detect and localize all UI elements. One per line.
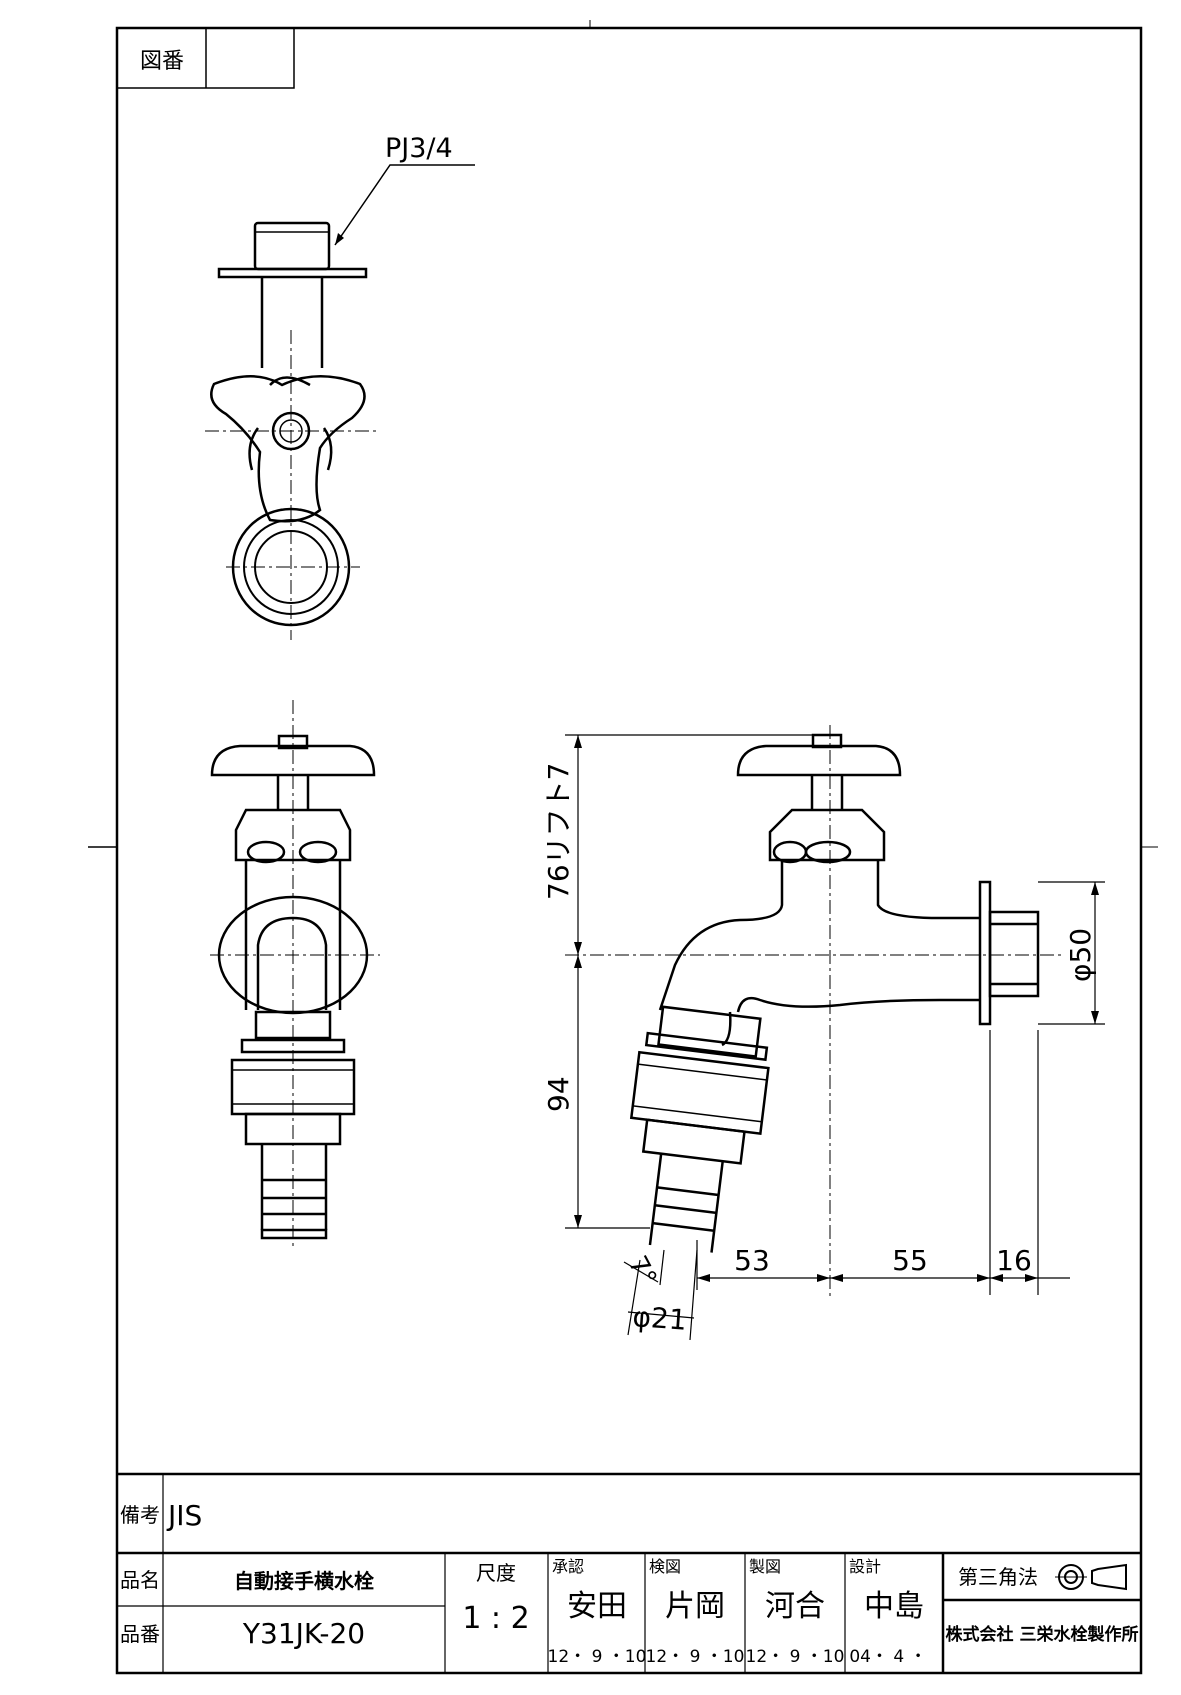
approval-role: 検図 (649, 1557, 681, 1576)
title-block (117, 1472, 1141, 1673)
drawing-number-box: 図番 (117, 28, 295, 89)
product-name-label: 品名 (120, 1568, 160, 1592)
drawing-number-label: 図番 (140, 49, 184, 74)
top-view-faucet (205, 221, 378, 640)
approval-role: 設計 (849, 1557, 881, 1576)
approval-name: 河合 (765, 1589, 825, 1624)
approval-name: 片岡 (665, 1589, 725, 1624)
angle-dimension: 7° (622, 1251, 662, 1291)
company-name: 株式会社 三栄水栓製作所 (946, 1624, 1139, 1645)
dimension-16: 16 (996, 1244, 1032, 1277)
approval-date: 04・ 4 ・ (849, 1647, 926, 1667)
title-block-text: 備考 JIS 品名 自動接手横水栓 品番 Y31JK-20 尺度 1 : 2 承… (120, 1499, 1138, 1667)
lift-dimension: 76リフト7 (542, 763, 575, 900)
drawing-frame (88, 20, 1158, 1675)
approval-name: 中島 (864, 1589, 924, 1624)
product-number: Y31JK-20 (242, 1617, 365, 1650)
approval-date: 12・ 9 ・10 (646, 1647, 745, 1667)
thread-spec-label: PJ3/4 (385, 133, 453, 164)
remarks-value: JIS (166, 1499, 202, 1532)
approval-date: 12・ 9 ・10 (746, 1647, 845, 1667)
front-view-faucet (210, 700, 380, 1250)
dimension-lines (565, 734, 1105, 1341)
side-view-faucet (565, 725, 1065, 1300)
third-angle-projection-icon (1055, 1563, 1127, 1591)
approval-role: 製図 (749, 1557, 781, 1576)
product-number-label: 品番 (120, 1622, 160, 1646)
hose-diameter-dimension: φ21 (632, 1300, 688, 1337)
approval-name: 安田 (567, 1589, 627, 1624)
dimension-55: 55 (892, 1244, 928, 1277)
approval-date: 12・ 9 ・10 (548, 1647, 647, 1667)
projection-label: 第三角法 (958, 1565, 1038, 1589)
remarks-label: 備考 (120, 1503, 160, 1527)
scale-value: 1 : 2 (462, 1601, 529, 1636)
scale-label: 尺度 (476, 1561, 516, 1585)
dimension-arrows (574, 735, 1099, 1282)
height-dimension: 94 (542, 1076, 575, 1112)
thread-spec-callout: PJ3/4 (334, 133, 475, 246)
product-name: 自動接手横水栓 (234, 1569, 374, 1593)
dimension-labels: 76リフト7 94 φ50 7° φ21 53 55 16 (542, 763, 1097, 1337)
approval-role: 承認 (552, 1557, 584, 1576)
dimension-53: 53 (734, 1244, 770, 1277)
flange-diameter-dimension: φ50 (1064, 928, 1097, 982)
